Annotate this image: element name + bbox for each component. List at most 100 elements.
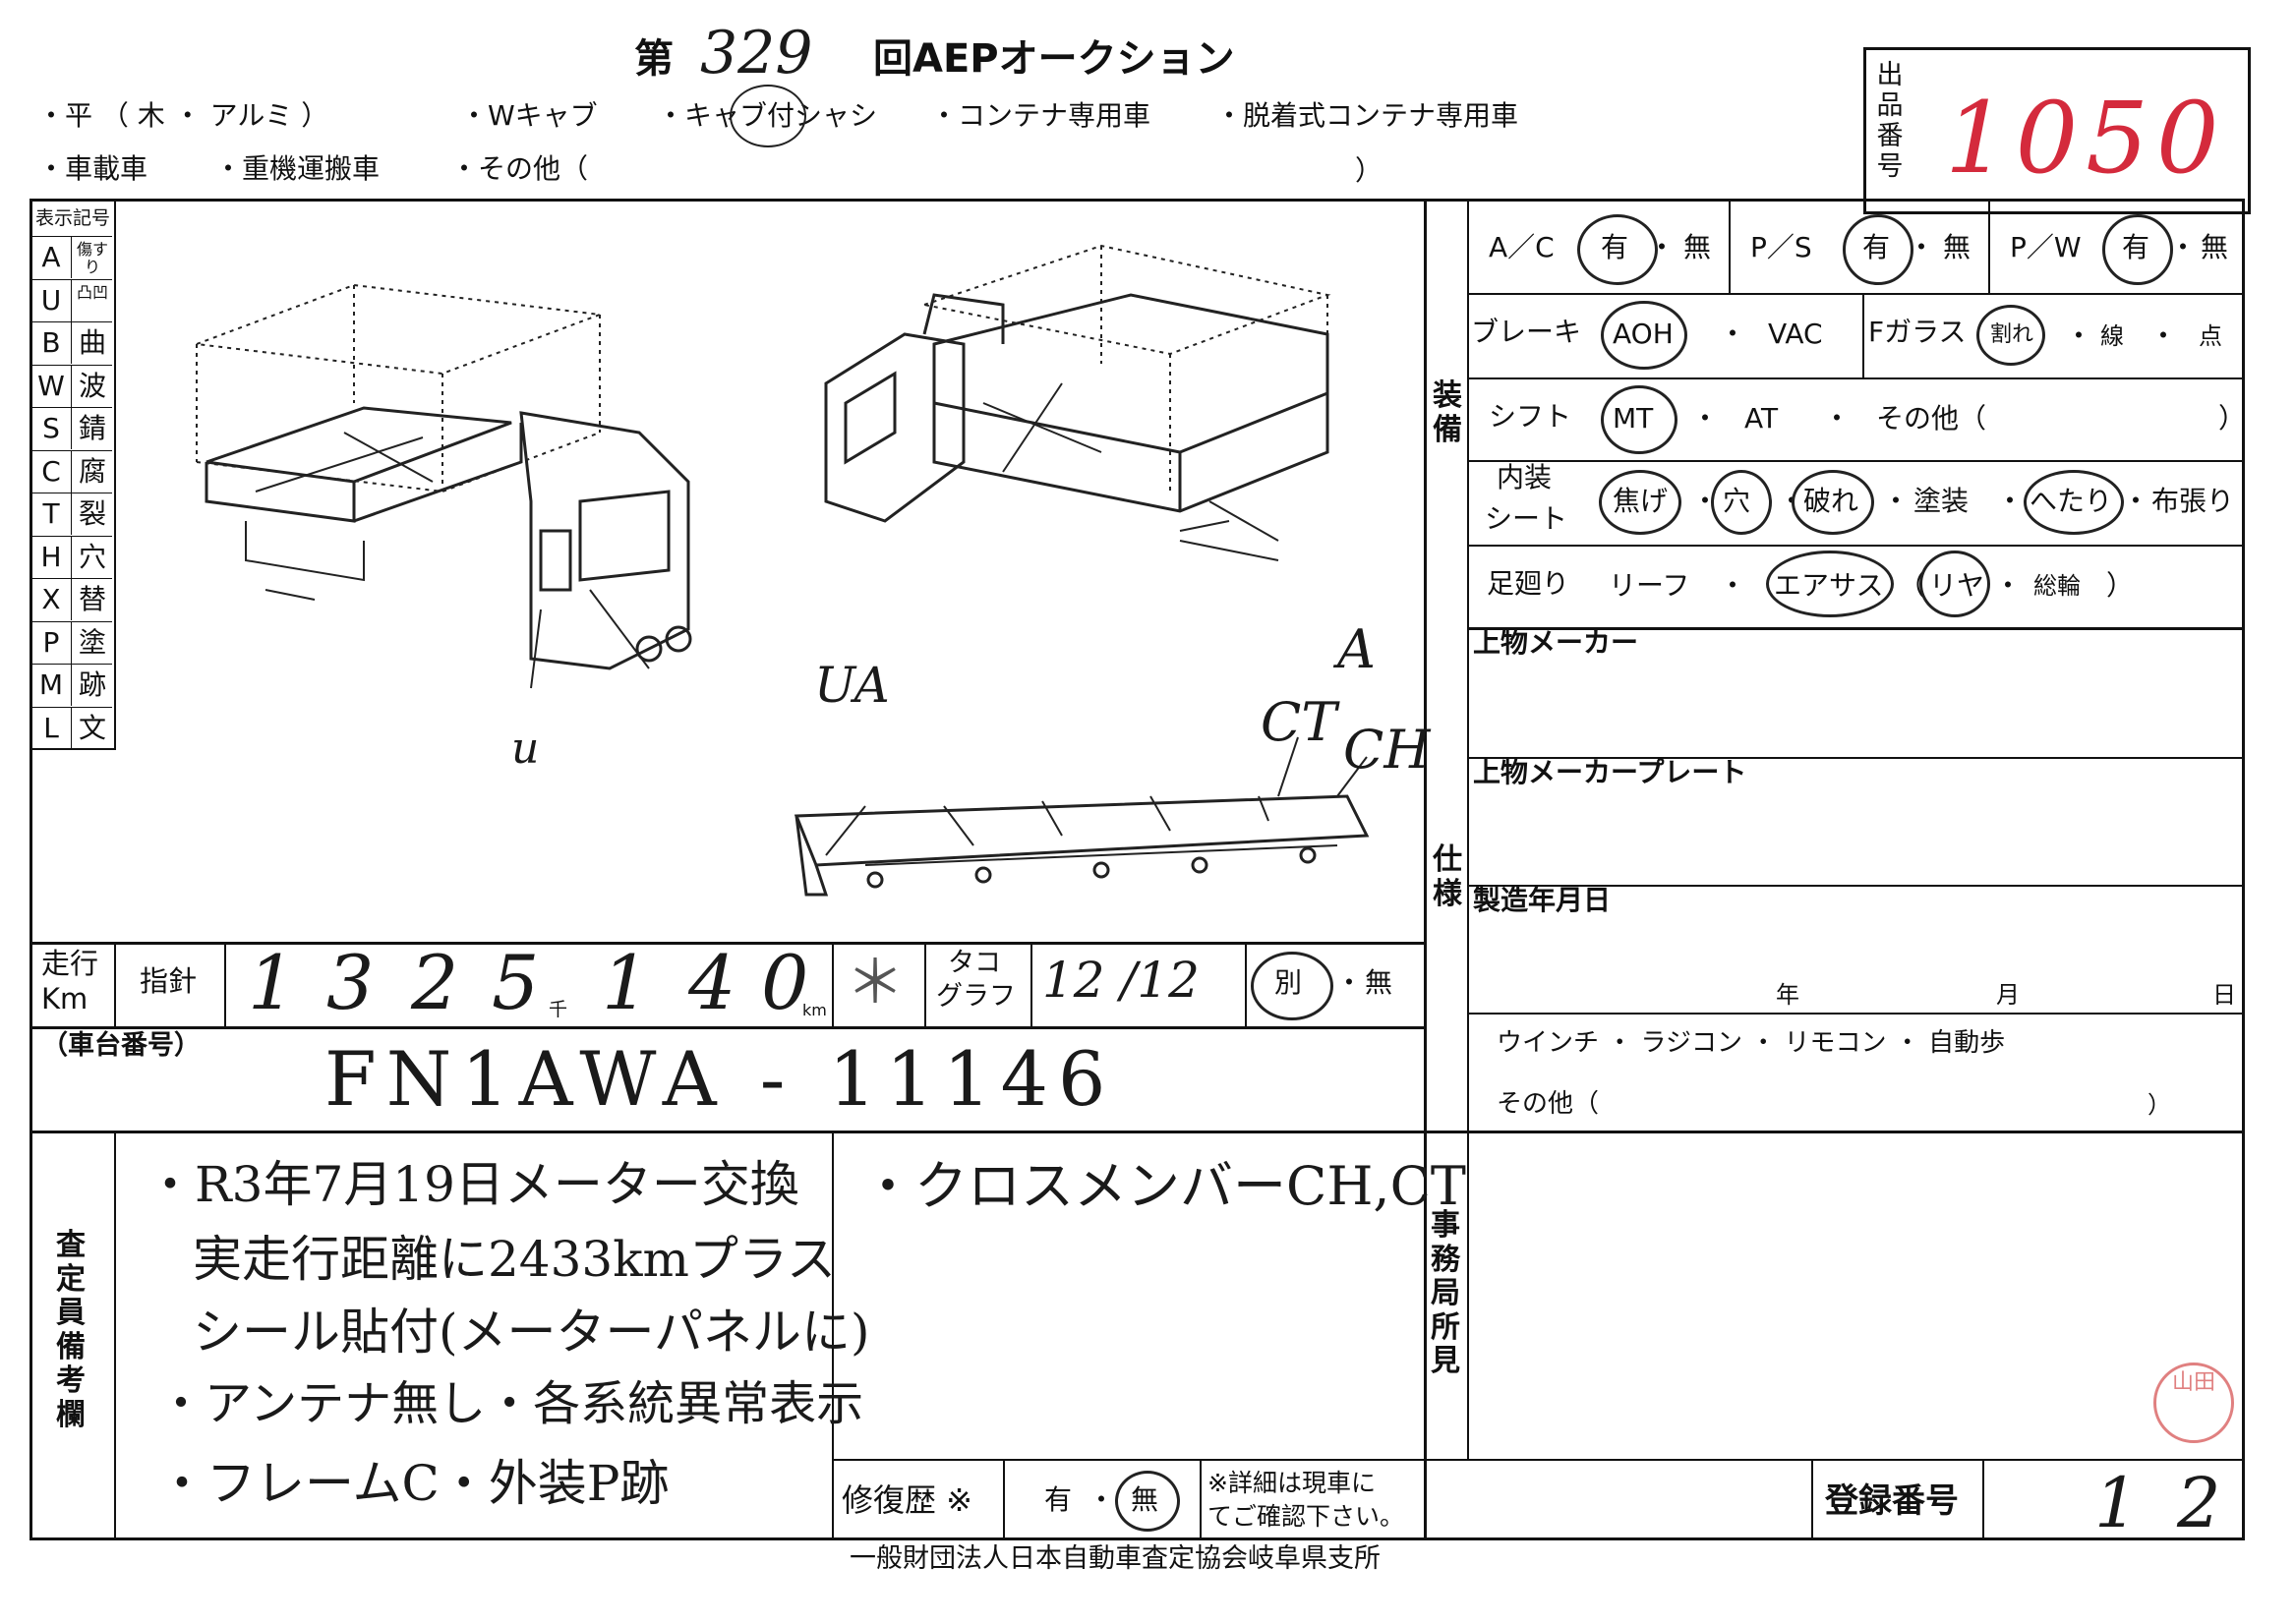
legend-title: 表示記号 [35,207,111,229]
mileage-label: 走行 [41,947,99,980]
ac-no: 無 [1683,231,1712,263]
fglass-sep-2: ・ [2149,319,2178,352]
inspector-note-right: ・クロスメンバーCH,CT [861,1155,1466,1217]
ps-no: 無 [1943,231,1971,263]
type-heavy-equipment: ・重機運搬車 [214,152,381,185]
mark-u: u [511,724,540,774]
mark-ch: CH [1343,719,1431,781]
legend-key: U [31,279,72,321]
legend-box: 表示記号 [31,202,116,750]
mark-a: A [1337,618,1376,680]
mark-ct: CT [1261,691,1337,753]
tacho-label-1: タコ [948,948,1001,978]
vehicle-diagram [196,244,1370,897]
legend-value: 穴 [78,540,106,573]
registration-value-1: 1 [2094,1463,2139,1543]
legend-key: L [31,707,72,749]
mileage-digit-4: 5 [492,939,540,1026]
type-flat: ・平 （ 木 ・ アルミ ） [37,99,329,132]
pw-no: 無 [2201,231,2229,263]
chassis-number: FN1AWA - 11146 [324,1035,1116,1123]
type-other-close: ） [1355,154,1383,187]
auction-title: 回AEPオークション [873,36,1235,82]
legend-value: 塗 [78,625,106,659]
fglass-dot: 点 [2199,322,2222,350]
tacho-separate-circle [1251,952,1333,1020]
ac-yes-circle [1577,214,1658,285]
chassis-label: （車台番号） [41,1030,201,1061]
mileage-digit-7: 0 [761,939,809,1026]
legend-value: 跡 [78,668,106,701]
legend-value: 腐 [78,454,106,488]
interior-label-2: シート [1485,502,1568,535]
equipment-label: 装備 [1433,378,1462,447]
interior-sep-4: ・ [1996,485,2025,517]
suspension-sep-2: ・ [1994,569,2023,602]
mileage-digit-3: 2 [411,939,459,1026]
legend-key: P [31,621,72,664]
repair-note-2: てご確認下さい。 [1207,1502,1405,1531]
spec-maker-plate-label: 上物メーカープレート [1473,756,1747,788]
legend-value: 傷すり [76,240,108,276]
legend-value: 波 [78,369,106,402]
repair-no-circle [1115,1471,1180,1532]
mileage-digit-2: 3 [326,939,375,1026]
mileage-km-label: Km [41,982,88,1015]
legend-value: 曲 [78,326,106,359]
interior-tear-circle [1792,470,1874,535]
type-carrier: ・車載車 [37,152,148,185]
spec-label: 仕様 [1433,842,1462,911]
legend-value: 替 [78,583,106,615]
repair-sep: ・ [1088,1483,1116,1516]
mileage-km: km [802,1001,827,1019]
legend-key: X [31,579,72,620]
interior-sep-3: ・ [1882,485,1911,517]
legend-value: 裂 [78,497,106,530]
type-wcab: ・Wキャブ [460,99,598,132]
shift-sep-1: ・ [1691,402,1720,435]
inspector-note-1: ・R3年7月19日メーター交換 [146,1156,799,1213]
office-label: 事務局所見 [1431,1208,1460,1378]
registration-label: 登録番号 [1825,1481,1959,1521]
legend-value: 凸凹 [76,282,108,302]
legend-key: T [31,493,72,535]
shift-label: シフト [1489,400,1572,433]
legend-value: 錆 [78,412,106,444]
suspension-all: 総輪 [2033,572,2081,600]
suspension-paren-close: ） [2106,569,2135,602]
type-container: ・コンテナ専用車 [930,99,1151,132]
legend-key: M [31,665,72,706]
fglass-crack-circle [1976,305,2045,366]
spec-other-close: ） [2148,1091,2171,1119]
mileage-digit-5: 1 [602,939,650,1026]
fglass-label: Fガラス [1868,316,1967,348]
legend-value: 文 [78,711,106,744]
shift-other: その他（ [1876,402,1987,435]
interior-hole-circle [1711,470,1772,535]
inspector-note-2: 実走行距離に2433kmプラス [193,1231,836,1288]
interior-burn-circle [1599,470,1681,535]
sheet-frame [29,199,2245,1540]
interior-sep-5: ・ [2122,485,2150,517]
spec-month: 月 [1996,981,2020,1009]
ps-label: P／S [1750,231,1812,263]
interior-label-1: 内装 [1497,461,1553,493]
repair-yes: 有 [1044,1483,1073,1516]
suspension-air-circle [1766,551,1894,617]
shift-mt-circle [1601,385,1677,454]
legend-key: B [31,322,72,364]
registration-value-2: 2 [2177,1463,2221,1543]
legend-key: W [31,365,72,407]
spec-year: 年 [1776,981,1799,1009]
spec-maker-label: 上物メーカー [1473,626,1639,659]
suspension-sep-1: ・ [1719,569,1747,602]
legend-key: S [31,408,72,449]
ac-label: A／C [1489,231,1555,263]
interior-cloth: 布張り [2151,485,2235,517]
fglass-sep-1: ・ [2065,319,2093,352]
